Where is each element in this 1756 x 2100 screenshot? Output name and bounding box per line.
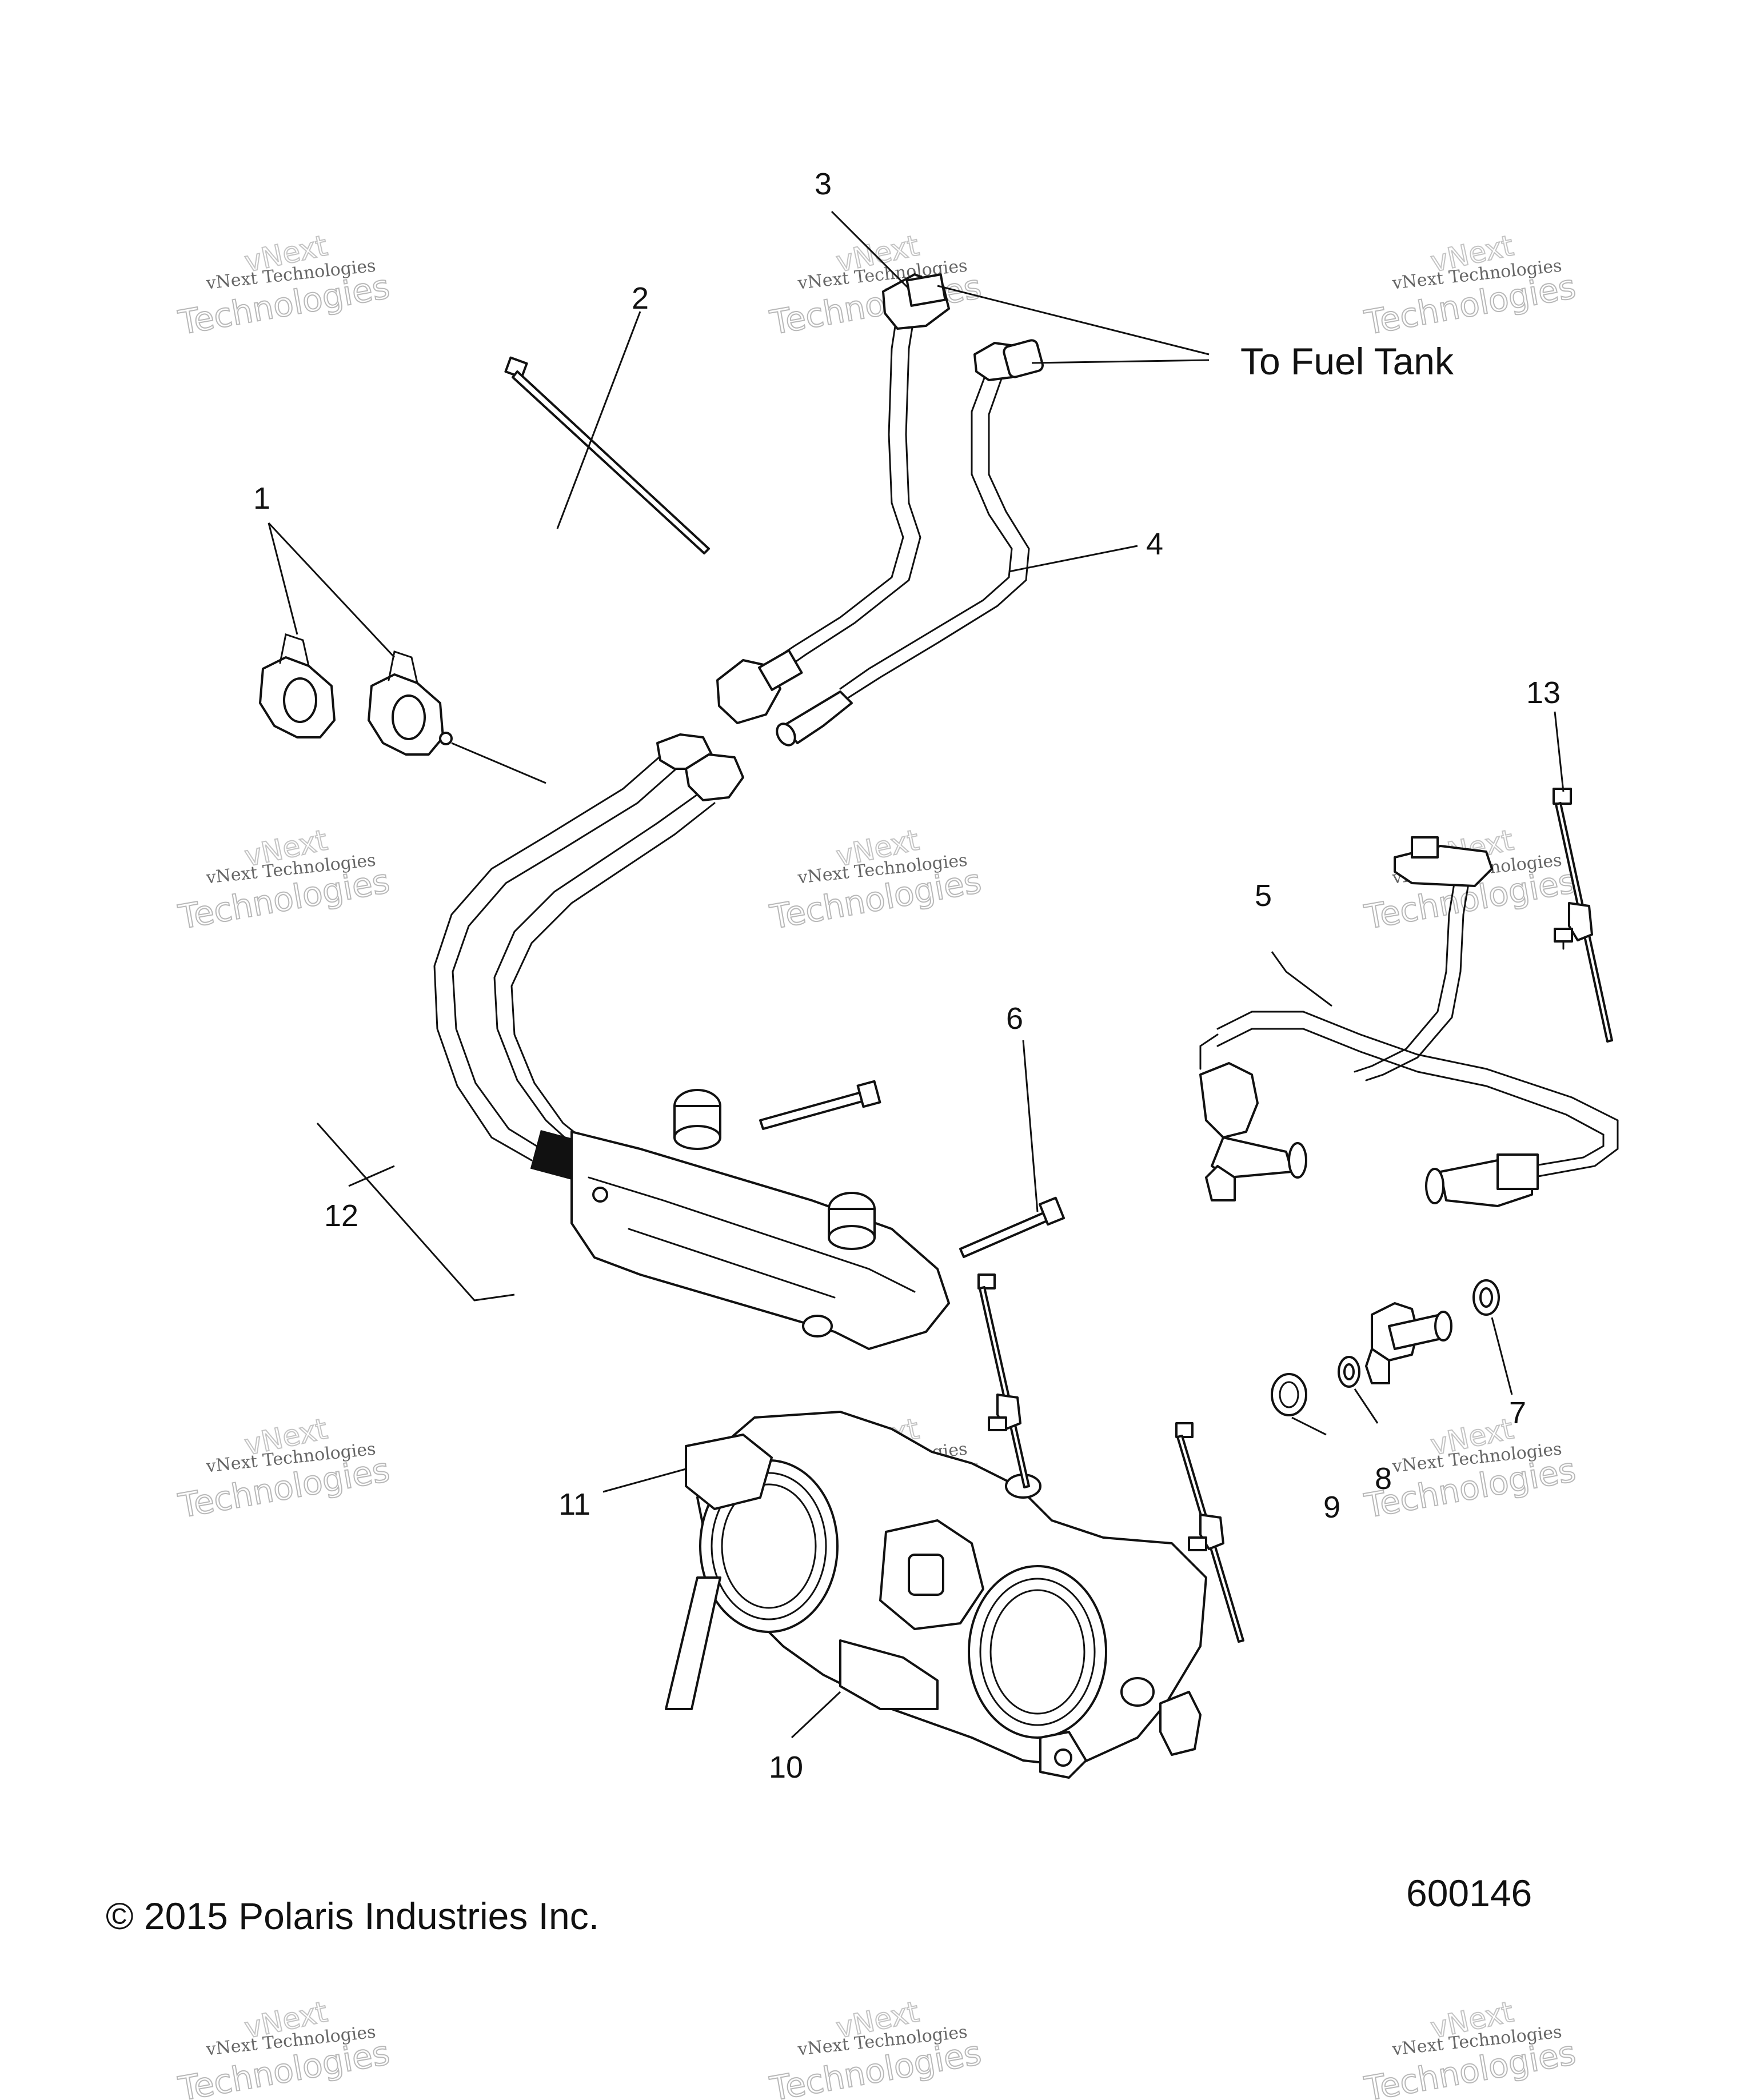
callout-9: 9 bbox=[1323, 1490, 1340, 1524]
throttle-body-part-10 bbox=[665, 1411, 1207, 1779]
watermark-9: vNext vNext Technologies Technologies bbox=[1361, 1411, 1579, 1526]
callout-5: 5 bbox=[1255, 879, 1272, 913]
fuel-hose-part-4 bbox=[776, 339, 1044, 746]
callout-13: 13 bbox=[1526, 676, 1561, 710]
callout-numbers: 1 2 3 4 5 6 7 8 9 10 11 12 13 bbox=[253, 167, 1561, 1784]
watermark-7: vNext vNext Technologies Technologies bbox=[175, 1411, 393, 1526]
fuel-tank-label: To Fuel Tank bbox=[1240, 340, 1454, 382]
callout-11: 11 bbox=[558, 1487, 590, 1522]
seal-part-9 bbox=[1271, 1373, 1307, 1416]
copyright-text: © 2015 Polaris Industries Inc. bbox=[106, 1895, 599, 1937]
watermark-12: vNext vNext Technologies Technologies bbox=[1361, 1994, 1579, 2100]
callout-6: 6 bbox=[1006, 1001, 1023, 1036]
watermark-11: vNext vNext Technologies Technologies bbox=[767, 1994, 985, 2100]
watermarks: vNext vNext Technologies Technologies vN… bbox=[175, 228, 1579, 2100]
cable-tie-part-2 bbox=[504, 356, 710, 554]
callout-3: 3 bbox=[815, 167, 832, 201]
callout-10: 10 bbox=[769, 1750, 803, 1784]
watermark-4: vNext vNext Technologies Technologies bbox=[175, 823, 393, 937]
watermark-10: vNext vNext Technologies Technologies bbox=[175, 1994, 393, 2100]
watermark-5: vNext vNext Technologies Technologies bbox=[767, 823, 985, 937]
figure-number: 600146 bbox=[1406, 1872, 1532, 1914]
o-ring-part-8 bbox=[1338, 1356, 1360, 1388]
callout-12: 12 bbox=[324, 1199, 358, 1233]
watermark-2: vNext vNext Technologies Technologies bbox=[767, 228, 985, 342]
callout-8: 8 bbox=[1375, 1462, 1392, 1496]
clip-part-1 bbox=[259, 633, 453, 756]
callout-2: 2 bbox=[632, 281, 649, 316]
fuel-rail-part-12 bbox=[433, 733, 950, 1350]
washer-part-7 bbox=[1472, 1279, 1500, 1316]
throttle-tie-left bbox=[977, 1273, 1030, 1488]
injector-part-7 bbox=[1365, 1302, 1452, 1384]
watermark-1: vNext vNext Technologies Technologies bbox=[175, 228, 393, 342]
bolt-part-6 bbox=[759, 1080, 1065, 1258]
watermark-3: vNext vNext Technologies Technologies bbox=[1361, 228, 1579, 342]
fuel-hose-part-3 bbox=[716, 273, 950, 724]
callout-1: 1 bbox=[253, 481, 270, 516]
leader-lines bbox=[268, 210, 1565, 1739]
throttle-tie-right bbox=[1175, 1422, 1244, 1643]
harness-tie-part-13 bbox=[1553, 788, 1613, 1043]
callout-4: 4 bbox=[1146, 527, 1163, 561]
injector-harness-part-5 bbox=[1199, 836, 1619, 1207]
callout-7: 7 bbox=[1509, 1396, 1526, 1430]
